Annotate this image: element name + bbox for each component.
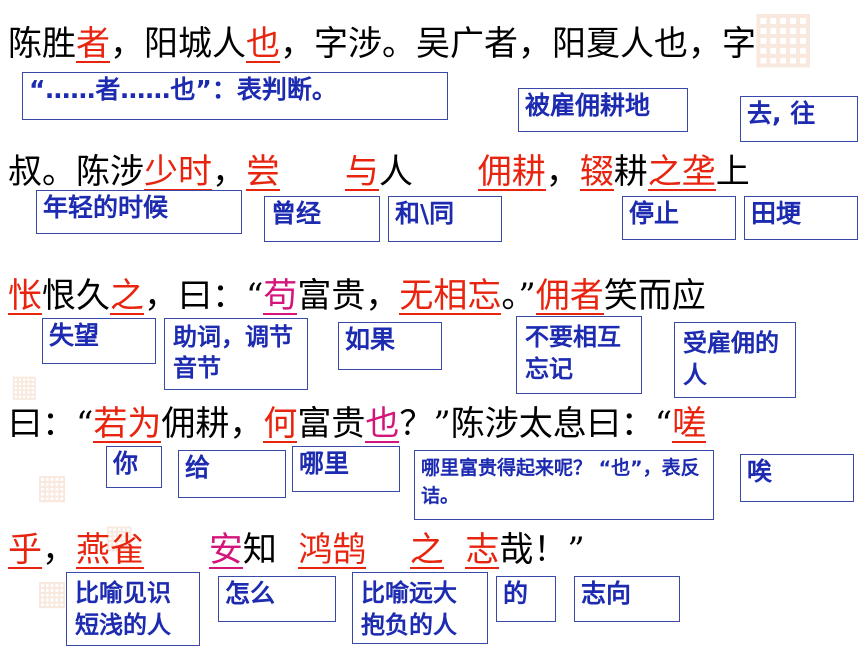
seal-stamp-mid-left: ▦ [10, 369, 39, 404]
note-ni: 你 [106, 446, 162, 488]
highlighted-word: 也 [246, 24, 280, 64]
seal-stamp-lower-left: ▦ [36, 467, 69, 507]
note-na-li: 哪里 [292, 446, 400, 492]
note-gei: 给 [178, 450, 286, 498]
note-de: 的 [496, 576, 556, 622]
note-ting-zhi: 停止 [622, 196, 736, 240]
note-ai: 唉 [740, 454, 854, 502]
highlighted-word: 若为 [93, 404, 162, 444]
note-bi-yu-2: 比喻远大抱负的人 [352, 572, 488, 644]
text-line-2: 叔。陈涉少时，尝 与人 佣耕，辍耕之垄上 [8, 152, 750, 192]
text-segment: ，阳城人 [110, 24, 246, 64]
highlighted-word: 与 [344, 152, 379, 192]
text-line-5: 乎，燕雀 安知 鸿鹄 之 志哉！” [8, 530, 585, 570]
text-segment: 哉！” [499, 530, 585, 570]
text-segment: 富贵 [297, 404, 366, 444]
seal-stamp-bottom-left: ▦ [36, 573, 69, 613]
text-segment: 曰：“ [8, 404, 94, 444]
highlighted-word: 之垄 [647, 152, 716, 192]
note-ceng-jing: 曾经 [264, 196, 380, 242]
highlighted-word: 也 [365, 404, 400, 444]
text-segment: 知 [242, 530, 299, 570]
text-segment: 。” [501, 276, 536, 316]
text-segment [144, 530, 209, 570]
highlighted-word: 志 [465, 530, 500, 570]
highlighted-word: 怅 [8, 276, 42, 316]
text-segment: 恨久 [42, 276, 110, 316]
highlighted-word: 尝 [246, 152, 280, 192]
text-segment: ，字涉。吴广者，阳夏人也，字 [280, 24, 756, 64]
highlighted-word: 乎 [8, 530, 42, 570]
highlighted-word: 之 [409, 530, 444, 570]
text-segment: ， [545, 152, 580, 192]
highlighted-word: 鸿鹄 [298, 530, 367, 570]
text-segment: 笑而应 [603, 276, 706, 316]
text-segment: ， [42, 530, 76, 570]
text-segment: ？”陈涉太息曰：“ [399, 404, 673, 444]
text-segment [280, 152, 345, 192]
note-shi-wang: 失望 [42, 318, 156, 364]
text-segment [366, 530, 409, 570]
note-zhu-ci: 助词，调节音节 [164, 318, 308, 390]
highlighted-word: 安 [208, 530, 243, 570]
text-segment: 叔。陈涉 [8, 152, 144, 192]
text-segment: 耕 [613, 152, 648, 192]
note-bu-yao: 不要相互忘记 [516, 316, 642, 394]
highlighted-word: 苟 [263, 276, 298, 316]
note-zhe-ye: “……者……也”：表判断。 [22, 72, 448, 120]
highlighted-word: 嗟 [672, 404, 707, 444]
text-segment: 富贵， [297, 276, 400, 316]
text-segment: 上 [715, 152, 750, 192]
highlighted-word: 何 [263, 404, 298, 444]
text-line-4: 曰：“若为佣耕，何富贵也？”陈涉太息曰：“嗟 [8, 404, 707, 444]
note-zhi-xiang: 志向 [574, 576, 680, 622]
highlighted-word: 燕雀 [76, 530, 144, 570]
note-tian-geng: 田埂 [744, 196, 858, 240]
highlighted-word: 少时 [144, 152, 212, 192]
note-bi-yu-1: 比喻见识短浅的人 [66, 572, 200, 646]
highlighted-word: 佣耕 [477, 152, 546, 192]
note-shou-gu: 受雇佣的人 [674, 322, 796, 398]
note-zen-me: 怎么 [218, 576, 336, 622]
highlighted-word: 佣者 [535, 276, 604, 316]
text-segment: 陈胜 [8, 24, 76, 64]
note-nian-qing: 年轻的时候 [36, 190, 242, 234]
highlighted-word: 辍 [579, 152, 614, 192]
note-he-tong: 和\同 [388, 196, 502, 242]
text-segment: 佣耕， [161, 404, 264, 444]
note-qu-wang: 去, 往 [740, 96, 858, 142]
text-segment: 人 [378, 152, 478, 192]
note-bei-gu: 被雇佣耕地 [518, 88, 688, 132]
text-line-3: 怅恨久之，曰：“苟富贵，无相忘。”佣者笑而应 [8, 276, 706, 316]
text-segment: ，曰：“ [144, 276, 264, 316]
text-line-1: 陈胜者，阳城人也，字涉。吴广者，阳夏人也，字 [8, 24, 756, 64]
highlighted-word: 者 [76, 24, 110, 64]
highlighted-word: 无相忘 [399, 276, 502, 316]
note-fan-jie: 哪里富贵得起来呢？ “也”，表反诘。 [414, 450, 714, 520]
seal-stamp-top-right: ▦ [750, 0, 817, 76]
text-segment: ， [212, 152, 246, 192]
highlighted-word: 之 [110, 276, 144, 316]
note-ru-guo: 如果 [338, 322, 442, 370]
text-segment [444, 530, 466, 570]
